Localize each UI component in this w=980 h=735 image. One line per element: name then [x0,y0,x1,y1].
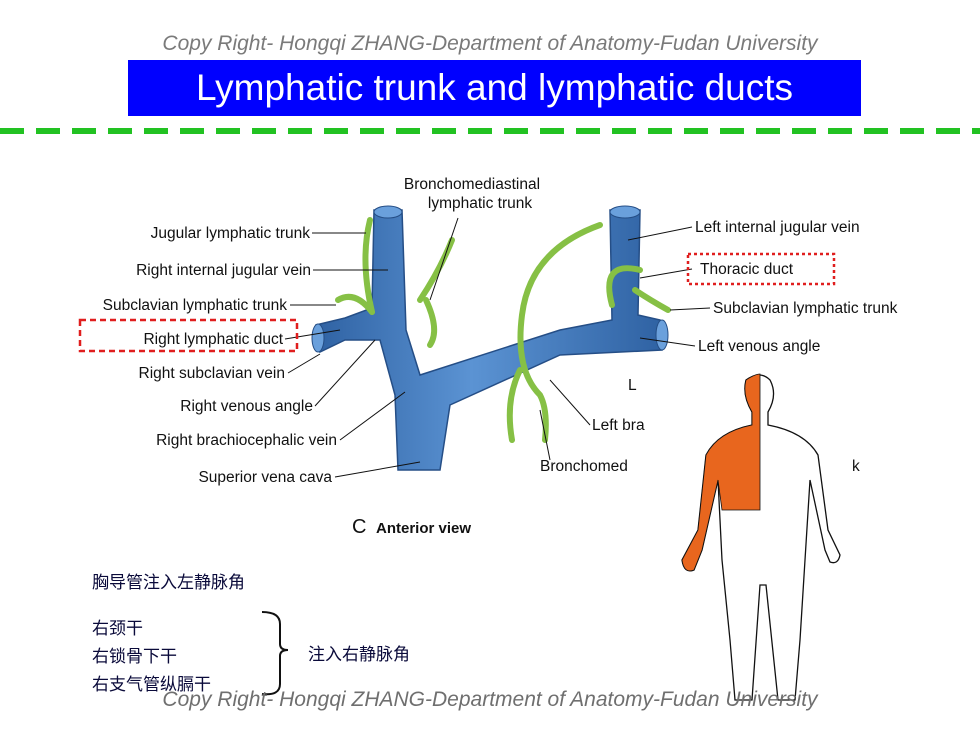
copyright-bottom: Copy Right- Hongqi ZHANG-Department of A… [162,688,818,711]
label-partial-l: L [628,377,637,394]
label-bronchomediastinal: Bronchomediastinal [404,176,540,193]
body-outline [681,374,841,701]
note-jugular-trunk: 右颈干 [92,619,143,639]
copyright-top: Copy Right- Hongqi ZHANG-Department of A… [162,32,818,55]
label-subclavian-trunk-left: Subclavian lymphatic trunk [103,297,288,314]
right-lymphatic-duct-highlight [78,318,299,353]
label-k-partial: k [852,458,860,475]
label-right-brachiocephalic: Right brachiocephalic vein [156,432,337,449]
note-subclavian-trunk: 右锁骨下干 [92,647,177,667]
thoracic-duct-arch [606,265,643,308]
vein-structure [311,205,669,471]
label-right-lymphatic-duct: Right lymphatic duct [143,331,283,348]
thoracic-duct [517,222,603,443]
caption-letter: C [352,516,366,538]
broncho-lymph-right-lower [423,297,438,348]
leader-lines [284,217,711,478]
label-bronchomediastinal-2: lymphatic trunk [428,195,532,212]
body-right-drainage-area [681,373,761,572]
label-left-venous-angle: Left venous angle [698,338,820,355]
label-jugular-trunk: Jugular lymphatic trunk [151,225,311,242]
label-right-subclavian-vein: Right subclavian vein [139,365,285,382]
label-right-venous-angle: Right venous angle [180,398,313,415]
brace [261,611,289,696]
left-ijv-top [609,205,641,219]
note-right-venous-angle: 注入右静脉角 [308,645,410,665]
human-body-figure [681,373,841,701]
lymphatic-diagram: Bronchomediastinal lymphatic trunk Jugul… [78,176,898,538]
note-broncho-trunk: 右支气管纵膈干 [92,675,211,695]
broncho-lymph-right [417,237,455,303]
slide-title: Lymphatic trunk and lymphatic ducts [128,60,861,116]
label-left-bra-partial: Left bra [592,417,645,434]
left-broncho-lymph [506,367,523,443]
note-thoracic-duct: 胸导管注入左静脉角 [92,573,245,593]
right-subclavian-lymph [335,294,375,315]
label-thoracic-duct: Thoracic duct [700,261,794,278]
jugular-lymph-trunk [362,217,375,315]
left-subclavian-end [655,319,669,351]
label-bronchomed-partial: Bronchomed [540,458,628,475]
label-subclavian-trunk-right: Subclavian lymphatic trunk [713,300,898,317]
caption-anterior-view: Anterior view [376,520,471,537]
label-right-ijv: Right internal jugular vein [136,262,311,279]
label-left-ijv: Left internal jugular vein [695,219,860,236]
left-subclavian-lymph [632,287,671,313]
right-ijv-top [373,205,403,219]
right-subclavian-end [311,323,325,353]
green-dashed-divider [0,128,980,134]
lymph-vessels [335,217,671,443]
thoracic-duct-highlight [686,252,836,286]
label-svc: Superior vena cava [198,469,332,486]
